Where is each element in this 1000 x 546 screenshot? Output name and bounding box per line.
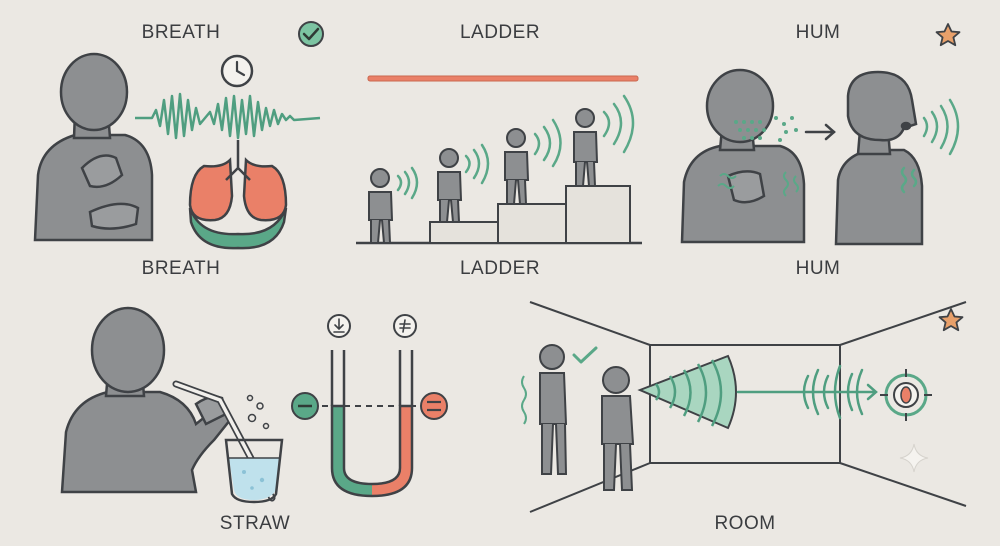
sparkle-icon: [900, 444, 928, 472]
target-icon: [880, 369, 932, 421]
clock-icon: [222, 56, 252, 86]
person-figure-step-4: [574, 109, 597, 186]
straw-panel: [62, 308, 447, 502]
star-icon: [937, 24, 960, 45]
minus-circle-icon: [292, 393, 318, 419]
sound-wave-icon: [135, 94, 320, 138]
bubbles: [248, 396, 269, 429]
u-tube-icon: [322, 350, 424, 496]
room-panel: [522, 302, 966, 512]
person-figure-step-2: [438, 149, 461, 222]
person-figure-speaker: [602, 367, 633, 490]
lungs-icon: [190, 140, 286, 248]
ladder-panel: [356, 76, 642, 243]
side-wave: [522, 376, 526, 424]
person-figure-speaking: [836, 72, 922, 244]
breath-panel: [35, 22, 323, 248]
person-figure-listener: [540, 345, 566, 474]
arrow-right-icon: [806, 125, 834, 139]
person-figure-humming: [682, 70, 804, 242]
sound-cone-icon: [640, 356, 736, 428]
hum-panel: [682, 24, 960, 244]
room-perspective-lines: [530, 302, 966, 512]
person-figure-drinking: [62, 308, 230, 492]
sound-beam: [738, 366, 876, 418]
check-circle-icon: [299, 22, 323, 46]
person-figure: [35, 54, 152, 240]
glass-of-water-icon: [226, 440, 282, 502]
equals-circle-icon: [421, 393, 447, 419]
star-icon: [940, 309, 963, 330]
person-figure-step-3: [505, 129, 528, 204]
check-icon: [574, 348, 596, 362]
divider-bar: [368, 76, 638, 81]
person-figure-step-1: [369, 169, 392, 243]
